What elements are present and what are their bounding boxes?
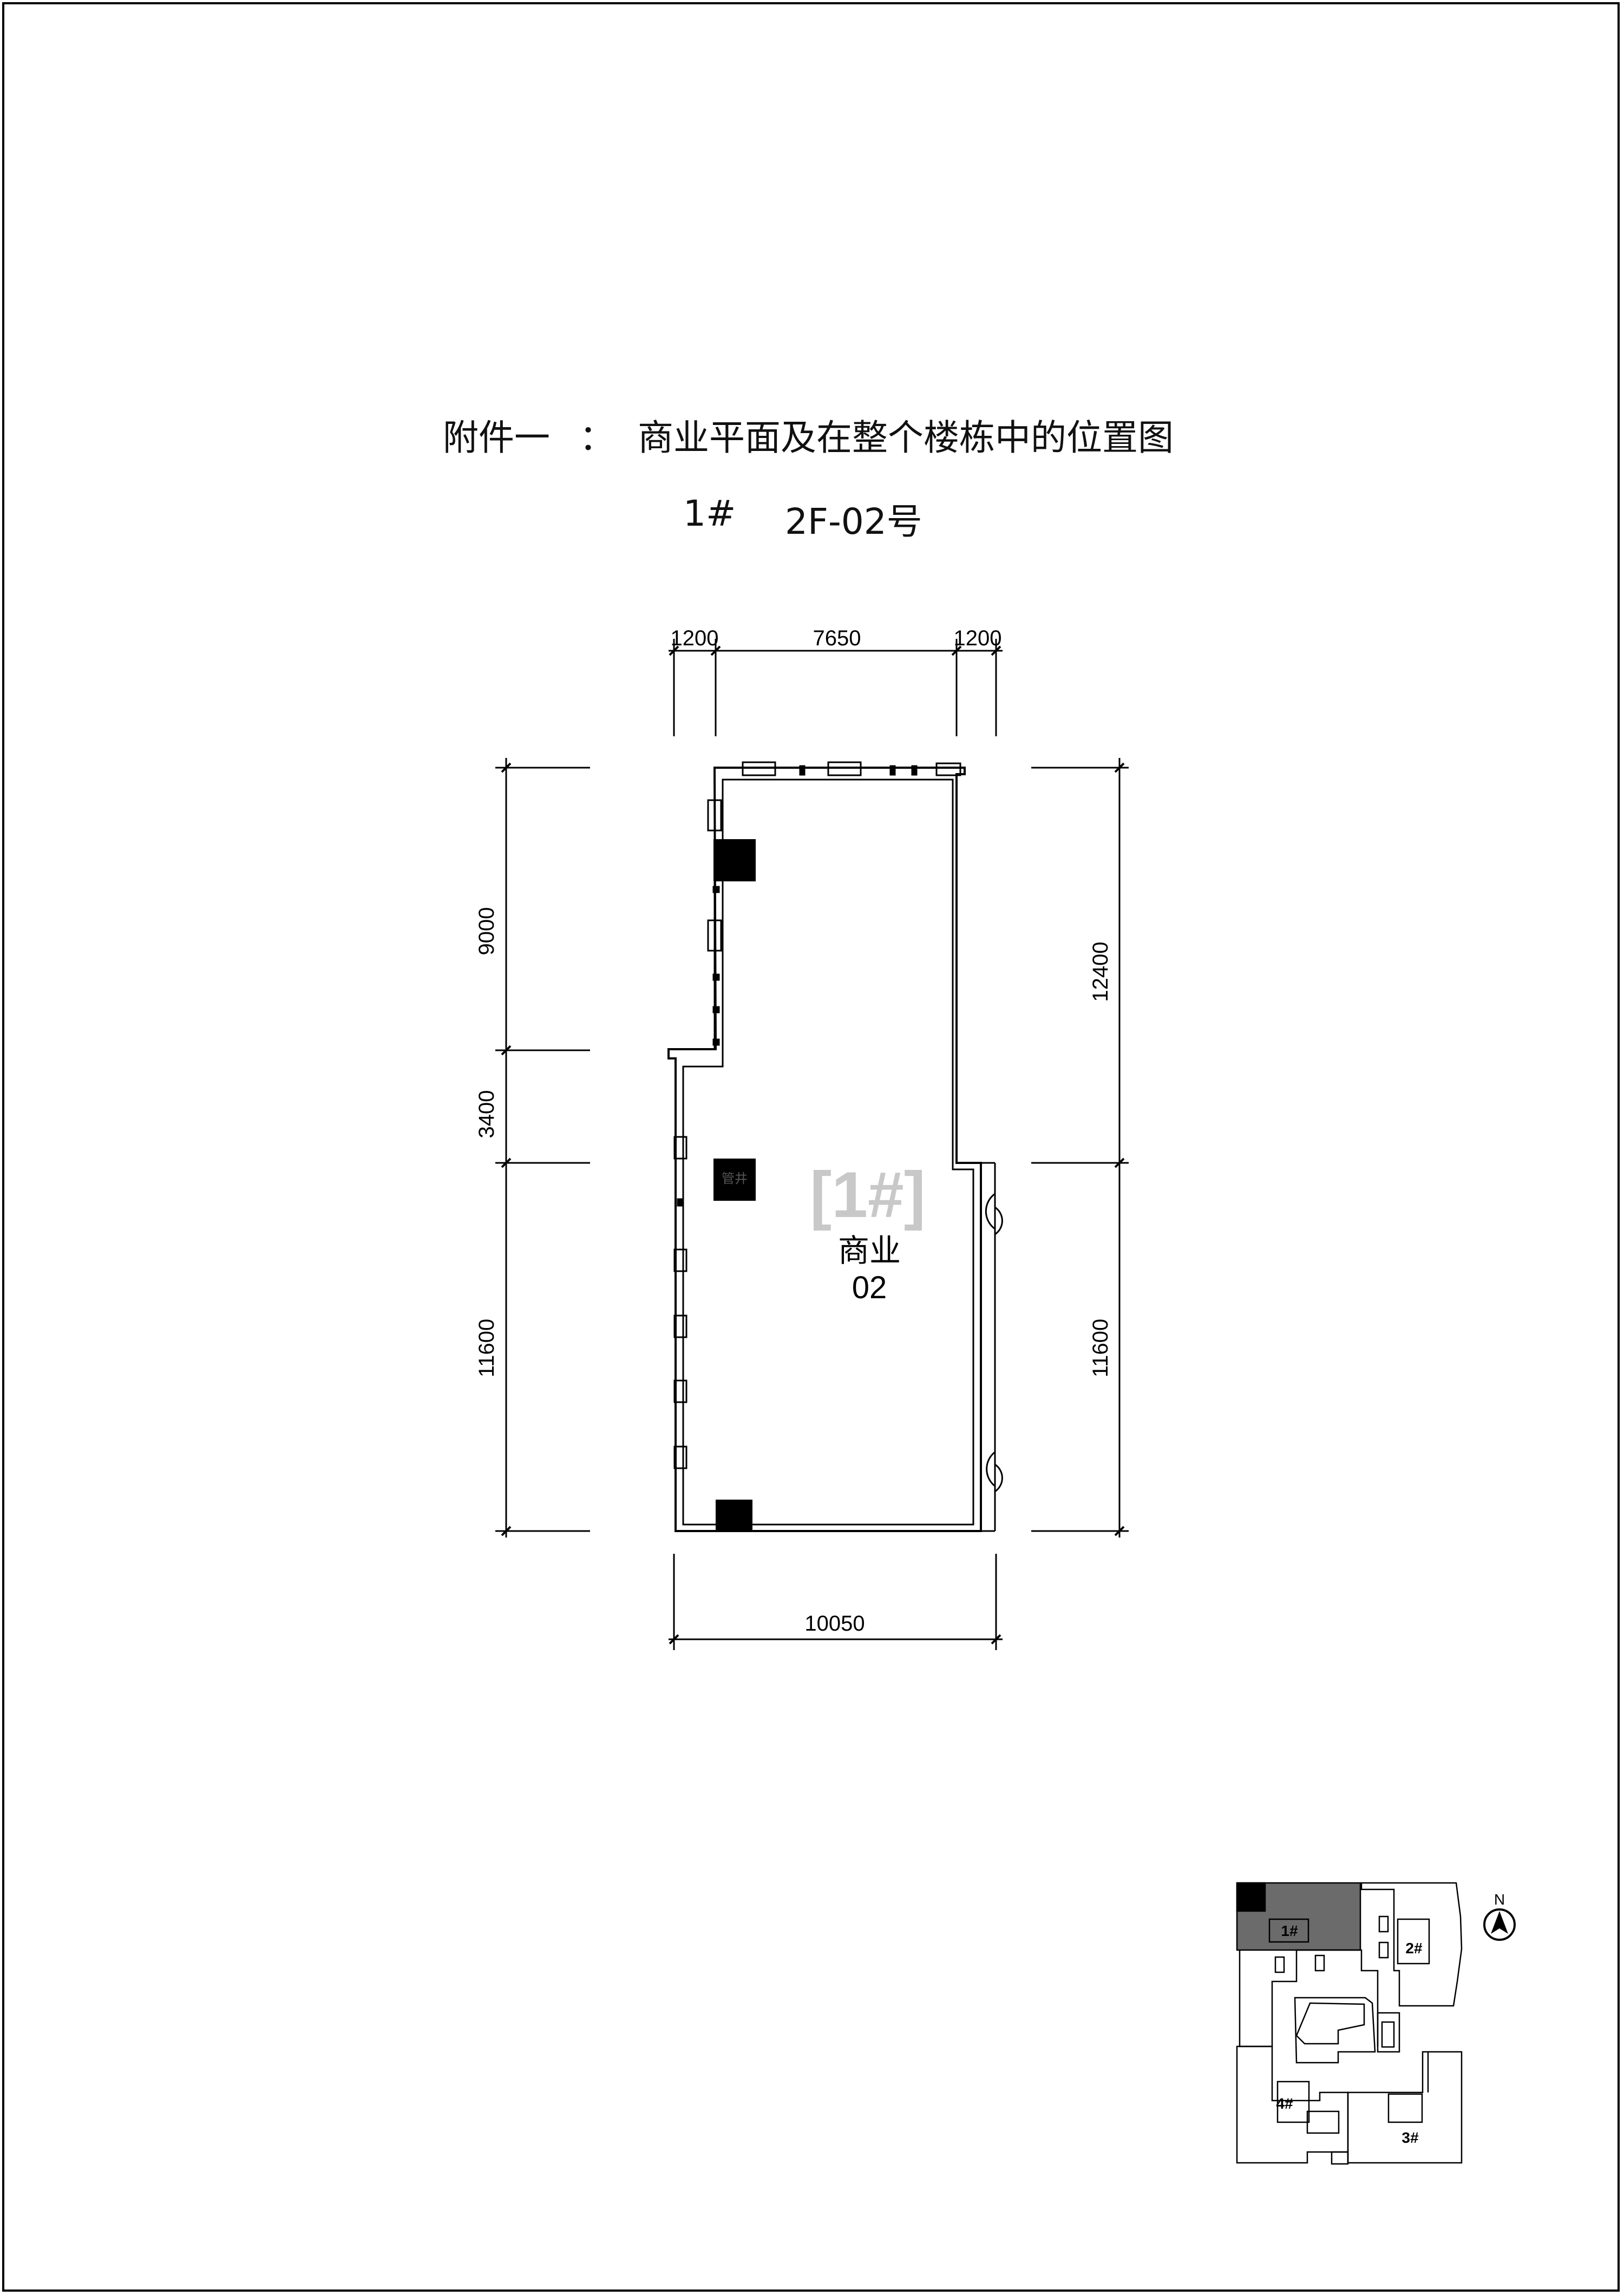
east-wall [981,1162,996,1532]
dim-left-lower: 11600 [475,1319,499,1377]
dim-right-lower: 11600 [1089,1319,1112,1377]
doors-east [985,1193,1003,1493]
site-label-3: 3# [1402,2129,1419,2146]
unit-number: 02 [852,1270,887,1305]
left-dimension [495,758,590,1538]
dim-top-middle: 7650 [813,626,861,650]
windows-west-upper [707,799,722,1046]
building-tag: [1#] [810,1159,925,1231]
shaft-column [713,1159,756,1201]
bottom-dimension [669,1554,1003,1650]
windows-top [742,761,961,776]
dim-top-right: 1200 [954,626,1002,650]
north-arrow-icon [1483,1908,1516,1941]
subtitle-building: 1# [683,493,736,534]
title-line: 附件一 ： 商业平面及在整个楼栋中的位置图 [0,403,1624,463]
shaft-label: 管井 [722,1171,748,1186]
dim-right-upper: 12400 [1089,941,1112,1002]
subtitle-unit: 2F-02号 [785,501,922,542]
top-dimension [669,639,1003,736]
windows-west-lower [673,1136,687,1469]
site-label-4: 4# [1276,2095,1293,2112]
title-text: 商业平面及在整个楼栋中的位置图 [638,417,1174,459]
title-colon: ： [579,417,615,459]
unit-name: 商业 [838,1232,901,1269]
subtitle-line: 1# 2F-02号 [0,487,1624,547]
inner-wall [682,768,974,1526]
columns [713,839,756,1532]
title-prefix: 附件一 [443,417,550,459]
north-label: N [1494,1891,1505,1908]
site-label-1: 1# [1281,1922,1298,1939]
right-dimension [1031,758,1129,1538]
dim-bottom: 10050 [804,1612,865,1636]
outer-wall [667,767,982,1532]
dim-top-left: 1200 [671,626,719,650]
site-map [1236,1882,1463,2165]
site-label-2: 2# [1405,1940,1423,1957]
dim-left-upper: 9000 [475,907,499,956]
dim-left-middle: 3400 [475,1090,499,1139]
